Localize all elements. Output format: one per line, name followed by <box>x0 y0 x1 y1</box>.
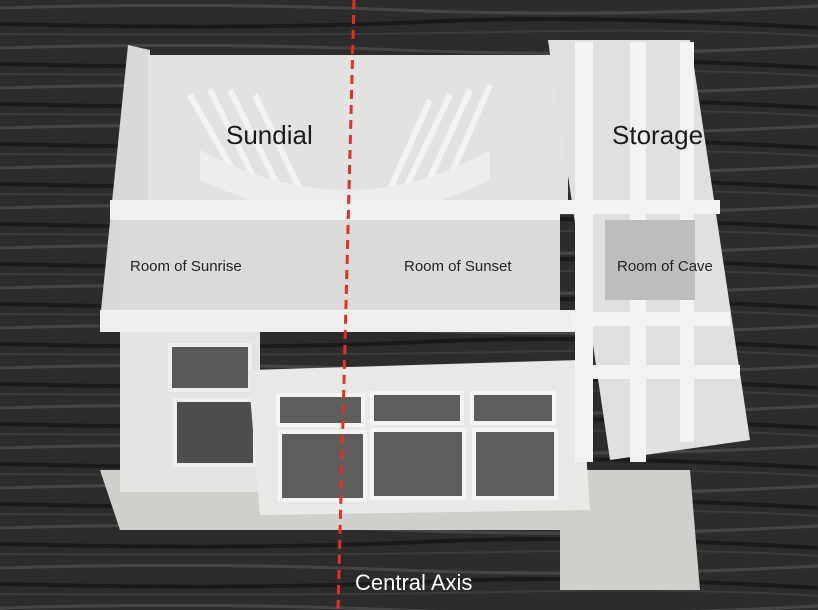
room-of-cave-label: Room of Cave <box>617 258 713 275</box>
room-of-sunrise-label: Room of Sunrise <box>130 258 242 275</box>
central-axis-label: Central Axis <box>355 570 473 595</box>
storage-label: Storage <box>612 120 704 150</box>
central-axis-line <box>336 0 356 610</box>
room-of-sunset-label: Room of Sunset <box>404 258 512 275</box>
house-model <box>100 40 750 590</box>
sundial-label: Sundial <box>226 120 313 150</box>
